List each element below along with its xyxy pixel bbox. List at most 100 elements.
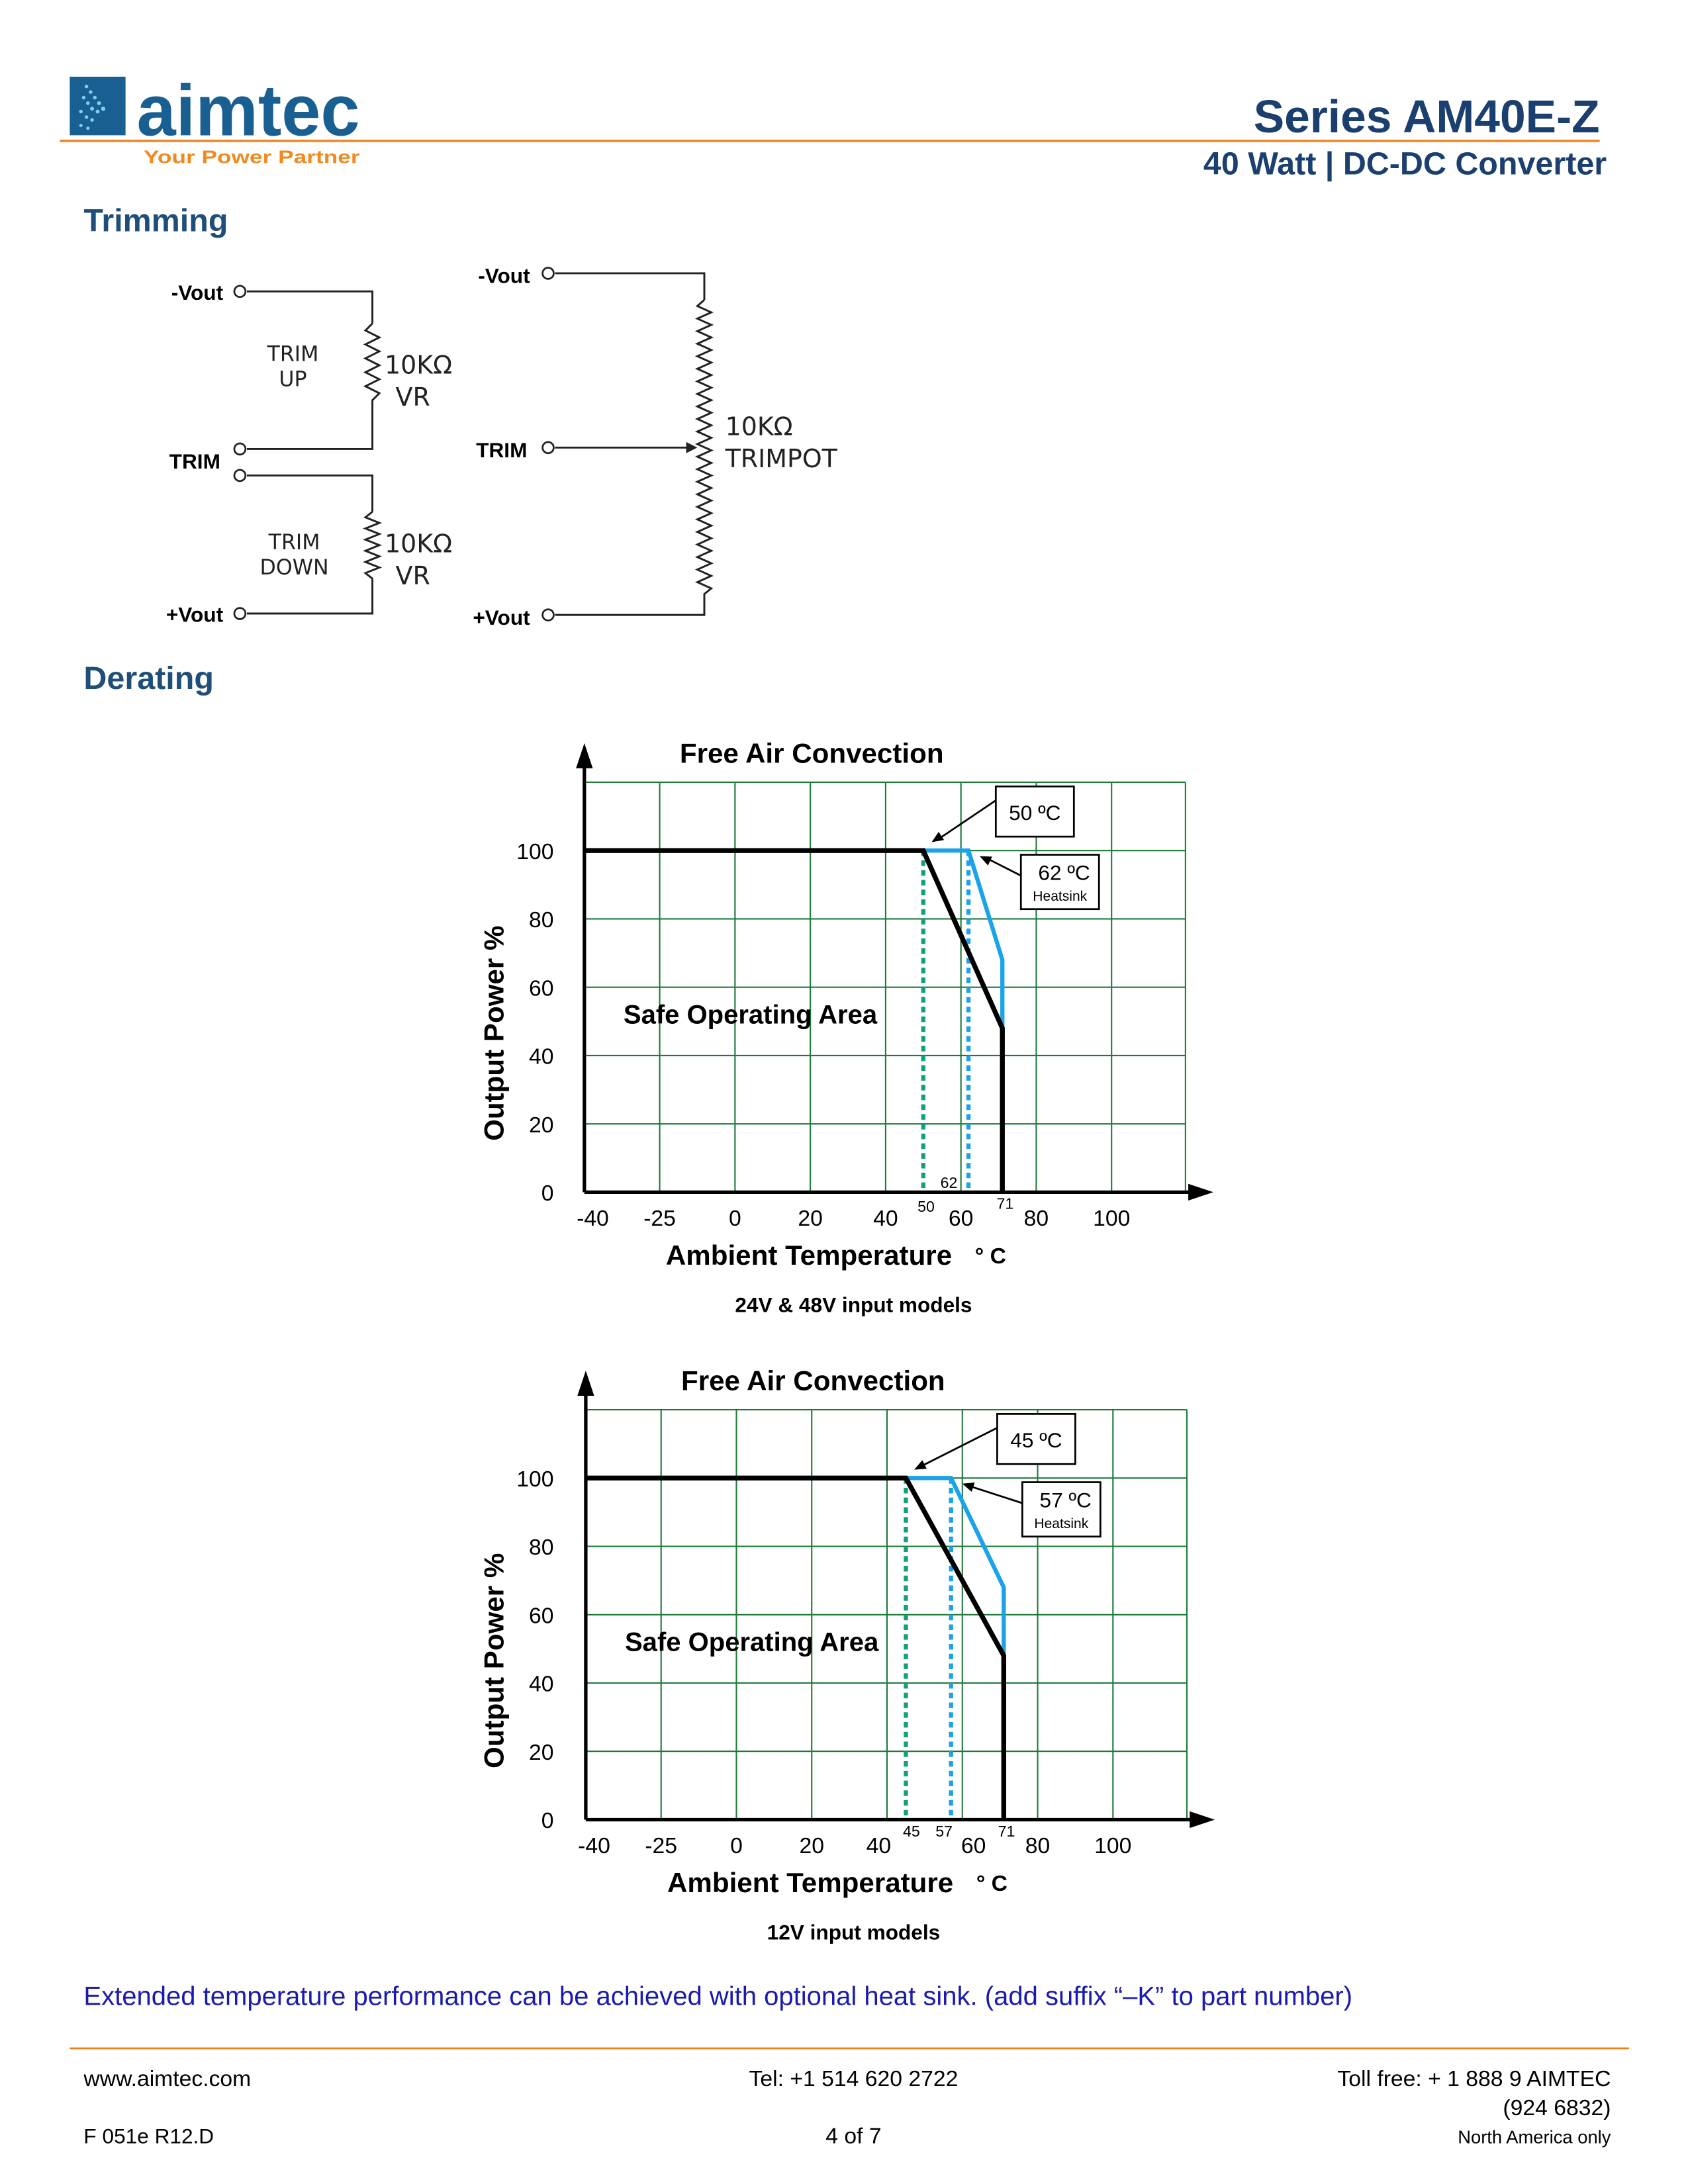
y-tick-label: 0 [541,1808,554,1833]
marker-label: 71 [998,1823,1015,1840]
x-axis-unit: ° C [975,1244,1006,1269]
annotation-box [1021,1481,1102,1538]
product-subtitle: 40 Watt | DC-DC Converter [1203,146,1607,181]
y-tick-label: 20 [529,1740,554,1765]
footer-tel: Tel: +1 514 620 2722 [749,2066,959,2091]
label-neg-vout: -Vout [478,264,530,288]
chart-title: Free Air Convection [681,1365,945,1396]
y-tick-label: 60 [529,976,554,1001]
region-label: Safe Operating Area [624,1000,878,1029]
x-tick-label: 0 [729,1206,741,1231]
annotation-box [1019,854,1100,911]
footer-website-link[interactable]: www.aimtec.com [83,2066,251,2091]
annotation-text: 45 ºC [1010,1428,1062,1452]
annotation-arrow [939,799,997,839]
footer-page-number: 4 of 7 [825,2123,881,2148]
trim-diagram-resistors: -Vout TRIM +Vout TRIM UP 10KΩ VR TRIM DO… [166,281,452,627]
x-axis-arrow-icon [1188,1183,1214,1201]
y-tick-label: 40 [529,1044,554,1069]
y-axis-title: Output Power % [479,1553,510,1768]
neg-vout-terminal-icon [233,285,247,298]
label-trim: TRIM [169,449,220,473]
y-tick-label: 100 [516,1467,553,1492]
trimming-heading: Trimming [83,203,228,239]
footer-doc-code: F 051e R12.D [83,2124,214,2148]
y-tick-label: 80 [529,907,554,933]
arrowhead-icon [962,1482,975,1492]
annotation-box [996,1413,1076,1465]
x-tick-label: 80 [1025,1833,1051,1858]
x-axis-unit: ° C [976,1871,1008,1896]
series-line-heatsink [906,1476,1006,1656]
neg-vout-terminal-icon [541,267,555,280]
chart-caption: 24V & 48V input models [735,1293,972,1317]
x-axis-arrow-icon [1190,1811,1215,1829]
x-tick-label: 100 [1094,1833,1131,1858]
annotation-box [994,785,1075,838]
marker-label: 71 [997,1195,1014,1212]
annotation-text: 57 ºC [1040,1488,1092,1512]
y-axis-arrow-icon [576,743,593,768]
aimtec-logo: aimtec Your Power Partner [70,70,360,167]
x-tick-label: 60 [961,1833,986,1858]
trim-terminal-icon [233,469,247,482]
label-resistor-value: 10KΩ [385,351,452,380]
x-tick-label: -40 [577,1206,609,1231]
trim-diagram-trimpot: -Vout TRIM +Vout 10KΩ TRIMPOT [473,264,837,629]
derating-heading: Derating [83,660,213,696]
footer-tollfree: Toll free: + 1 888 9 AIMTEC [1337,2066,1611,2091]
trim-terminal-icon [233,442,247,456]
footer-region: North America only [1458,2126,1611,2147]
y-tick-label: 0 [541,1181,554,1206]
chart-title: Free Air Convection [680,737,944,768]
y-axis-arrow-icon [577,1371,594,1396]
pos-vout-terminal-icon [233,607,247,620]
y-tick-label: 60 [529,1603,554,1628]
annotation-subtext: Heatsink [1034,1516,1088,1531]
logo-wordmark: aimtec [136,70,359,151]
x-tick-label: 20 [799,1833,824,1858]
x-tick-label: 60 [949,1206,974,1231]
trim-terminal-icon [541,441,555,455]
marker-label: 57 [935,1823,953,1840]
x-tick-label: -25 [645,1833,677,1858]
x-tick-label: 40 [873,1206,898,1231]
series-line-without-heatsink [584,848,1005,1193]
label-trimpot-type: TRIMPOT [725,444,838,473]
label-trim-down: TRIM [268,531,320,555]
y-tick-label: 40 [529,1672,554,1697]
label-trimpot-value: 10KΩ [726,412,793,441]
marker-label: 62 [941,1174,958,1191]
label-resistor-value: 10KΩ [385,529,452,558]
annotation-subtext: Heatsink [1033,889,1087,904]
y-axis-title: Output Power % [479,926,510,1141]
x-tick-label: 80 [1024,1206,1049,1231]
label-pos-vout: +Vout [166,603,224,627]
logo-mark-icon [70,76,126,136]
annotation-arrow [922,1427,998,1467]
x-tick-label: 40 [867,1833,892,1858]
label-pos-vout: +Vout [473,606,530,629]
x-tick-label: 100 [1093,1206,1130,1231]
footer-tollfree-number: (924 6832) [1503,2095,1611,2120]
x-tick-label: -40 [578,1833,610,1858]
heatsink-note: Extended temperature performance can be … [83,1982,1352,2011]
logo-tagline: Your Power Partner [144,147,360,167]
marker-label: 50 [917,1198,935,1215]
label-trim-down: DOWN [260,556,329,580]
x-tick-label: 20 [798,1206,823,1231]
logo-dots [79,84,106,130]
chart-caption: 12V input models [767,1921,941,1944]
pos-vout-terminal-icon [541,608,555,621]
x-tick-label: -25 [643,1206,676,1231]
x-tick-label: 0 [730,1833,743,1858]
label-resistor-type: VR [396,383,430,412]
annotation-text: 50 ºC [1009,801,1060,825]
y-tick-label: 100 [516,839,553,864]
series-line-heatsink [923,848,1005,1028]
annotation-arrow [970,1485,1023,1504]
arrowhead-icon [979,856,992,866]
